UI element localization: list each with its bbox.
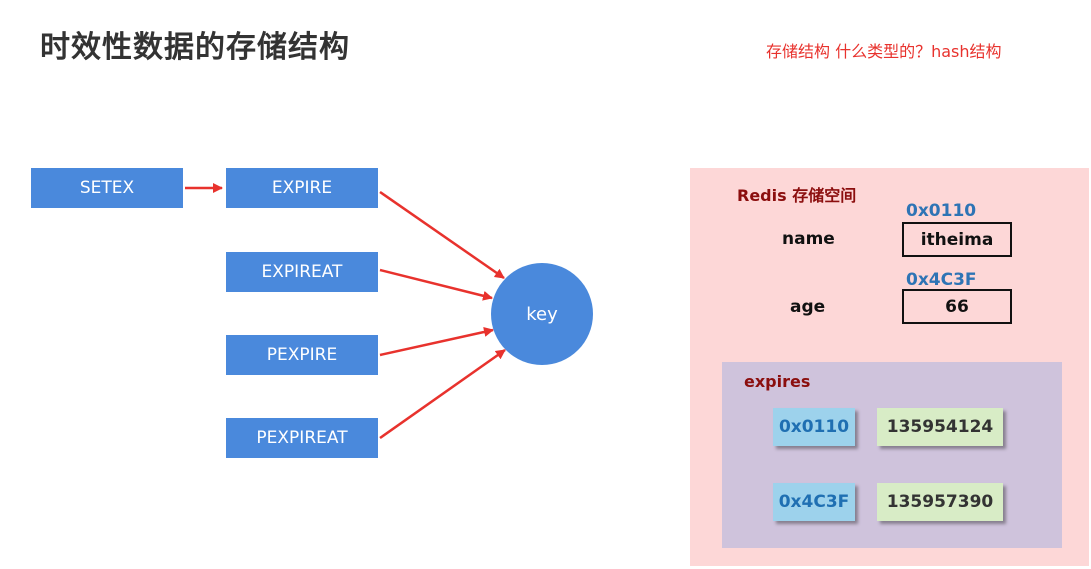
arrow-pexpireat-key bbox=[379, 348, 506, 440]
arrow-expire-key bbox=[379, 190, 505, 280]
expires-address-2: 0x4C3F bbox=[773, 483, 855, 521]
command-expire: EXPIRE bbox=[226, 168, 378, 208]
command-pexpireat: PEXPIREAT bbox=[226, 418, 378, 458]
entry-field-name: name bbox=[782, 229, 835, 249]
expires-value-1: 135954124 bbox=[877, 408, 1003, 446]
page-title: 时效性数据的存储结构 bbox=[40, 30, 350, 65]
entry-value-age: 66 bbox=[902, 289, 1012, 324]
entry-field-age: age bbox=[790, 297, 826, 317]
expires-value-2: 135957390 bbox=[877, 483, 1003, 521]
redis-storage-title: Redis 存储空间 bbox=[737, 186, 857, 205]
annotation-note: 存储结构 什么类型的？hash结构 bbox=[766, 42, 1002, 61]
entry-address-name: 0x0110 bbox=[906, 201, 977, 221]
arrow-pexpire-key bbox=[379, 327, 494, 357]
key-node: key bbox=[491, 263, 593, 365]
expires-title: expires bbox=[744, 372, 811, 391]
entry-value-name: itheima bbox=[902, 222, 1012, 257]
command-expireat: EXPIREAT bbox=[226, 252, 378, 292]
command-setex: SETEX bbox=[31, 168, 183, 208]
command-pexpire: PEXPIRE bbox=[226, 335, 378, 375]
expires-address-1: 0x0110 bbox=[773, 408, 855, 446]
entry-address-age: 0x4C3F bbox=[906, 270, 977, 290]
arrow-expireat-key bbox=[379, 268, 493, 301]
